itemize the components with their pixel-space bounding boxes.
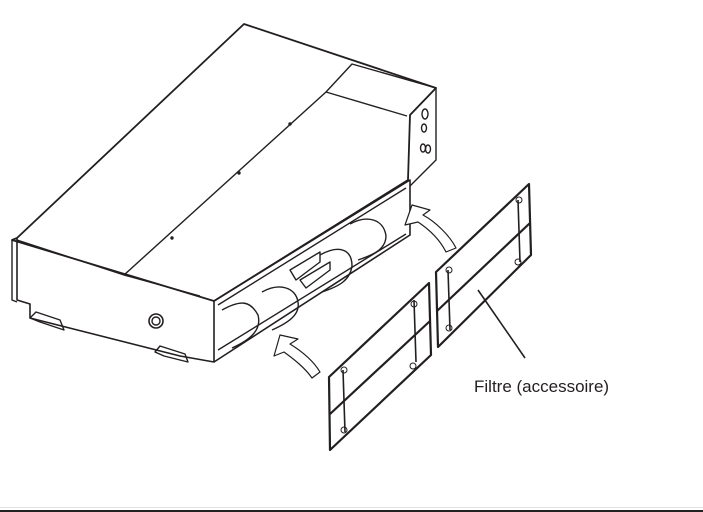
filter-left <box>327 281 433 452</box>
filter-right <box>434 182 533 349</box>
bottom-rule <box>0 507 703 512</box>
insert-arrow-upper <box>404 204 457 253</box>
filter-label: Filtre (accessoire) <box>474 377 610 396</box>
insert-arrow-lower <box>273 334 321 379</box>
leader-line <box>477 289 526 359</box>
unit-body <box>11 23 437 363</box>
